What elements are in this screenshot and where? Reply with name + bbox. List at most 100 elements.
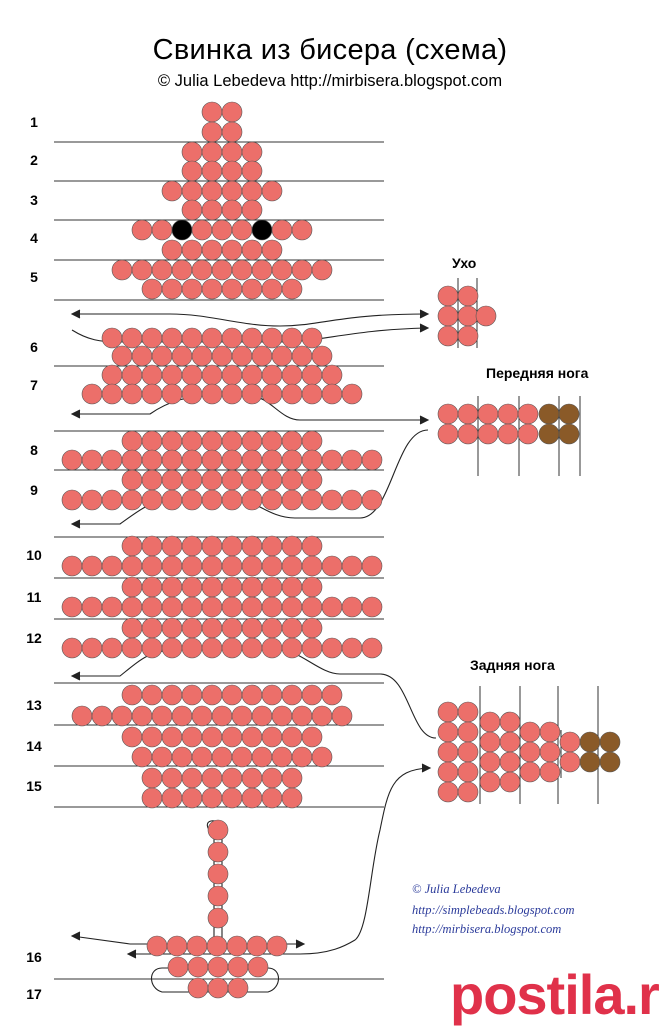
bead xyxy=(201,767,223,789)
bead xyxy=(221,141,243,163)
bead xyxy=(81,489,103,511)
bead xyxy=(241,535,263,557)
bead xyxy=(131,219,153,241)
bead xyxy=(246,935,268,957)
bead xyxy=(241,141,263,163)
bead xyxy=(241,364,263,386)
front-leg-bead xyxy=(517,423,539,445)
bead xyxy=(231,345,253,367)
bead xyxy=(201,199,223,221)
bead xyxy=(361,637,383,659)
bead xyxy=(171,746,193,768)
bead xyxy=(121,489,143,511)
front-leg-bead xyxy=(477,423,499,445)
bead xyxy=(301,726,323,748)
bead xyxy=(241,278,263,300)
bead xyxy=(161,364,183,386)
bead xyxy=(241,160,263,182)
bead xyxy=(281,787,303,809)
bead xyxy=(181,199,203,221)
bead xyxy=(121,637,143,659)
bead xyxy=(281,684,303,706)
bead xyxy=(301,617,323,639)
bead xyxy=(181,449,203,471)
bead xyxy=(161,469,183,491)
bead xyxy=(201,160,223,182)
bead xyxy=(207,977,229,999)
bead xyxy=(261,596,283,618)
back-leg-bead xyxy=(499,731,521,753)
bead xyxy=(201,430,223,452)
bead xyxy=(221,555,243,577)
bead xyxy=(131,746,153,768)
arrow xyxy=(419,415,430,425)
bead xyxy=(241,596,263,618)
bead xyxy=(221,278,243,300)
bead xyxy=(121,535,143,557)
bead xyxy=(281,430,303,452)
bead xyxy=(221,383,243,405)
bead xyxy=(61,637,83,659)
bead xyxy=(181,278,203,300)
bead xyxy=(181,535,203,557)
bead xyxy=(291,345,313,367)
back-leg-bead xyxy=(539,721,561,743)
arrow xyxy=(295,939,306,949)
bead xyxy=(166,935,188,957)
bead xyxy=(301,555,323,577)
bead xyxy=(121,327,143,349)
bead xyxy=(211,746,233,768)
row-number-5: 5 xyxy=(30,269,38,285)
bead xyxy=(201,535,223,557)
bead xyxy=(171,705,193,727)
bead xyxy=(226,935,248,957)
bead xyxy=(241,617,263,639)
bead xyxy=(141,684,163,706)
bead xyxy=(241,327,263,349)
bead xyxy=(181,364,203,386)
thread-ear-top xyxy=(72,313,426,327)
bead xyxy=(241,180,263,202)
bead xyxy=(221,160,243,182)
back-leg-bead xyxy=(519,761,541,783)
bead xyxy=(261,383,283,405)
bead xyxy=(161,555,183,577)
back-leg-label: Задняя нога xyxy=(470,657,555,673)
thread-back-top xyxy=(72,649,437,739)
back-leg-bead xyxy=(437,761,459,783)
bead xyxy=(211,259,233,281)
back-leg-bead xyxy=(499,711,521,733)
bead xyxy=(261,535,283,557)
bead xyxy=(181,596,203,618)
back-leg-bead xyxy=(479,731,501,753)
ear-label: Ухо xyxy=(452,255,477,271)
bead xyxy=(201,101,223,123)
credit-link-simplebeads: http://simplebeads.blogspot.com xyxy=(412,903,575,917)
back-leg-bead xyxy=(457,701,479,723)
bead xyxy=(161,787,183,809)
ear-bead xyxy=(437,325,459,347)
row-number-17: 17 xyxy=(26,986,42,1002)
bead xyxy=(181,726,203,748)
bead xyxy=(161,535,183,557)
bead xyxy=(321,637,343,659)
bead xyxy=(321,555,343,577)
bead xyxy=(201,596,223,618)
bead xyxy=(201,327,223,349)
back-leg-bead xyxy=(457,761,479,783)
bead xyxy=(141,278,163,300)
bead xyxy=(291,219,313,241)
row-number-15: 15 xyxy=(26,778,42,794)
bead xyxy=(261,576,283,598)
bead xyxy=(241,576,263,598)
bead xyxy=(221,327,243,349)
bead xyxy=(261,364,283,386)
bead xyxy=(181,180,203,202)
bead xyxy=(201,617,223,639)
bead xyxy=(191,705,213,727)
bead xyxy=(121,576,143,598)
bead xyxy=(221,101,243,123)
bead xyxy=(141,767,163,789)
bead xyxy=(241,787,263,809)
tail-bead xyxy=(207,885,229,907)
